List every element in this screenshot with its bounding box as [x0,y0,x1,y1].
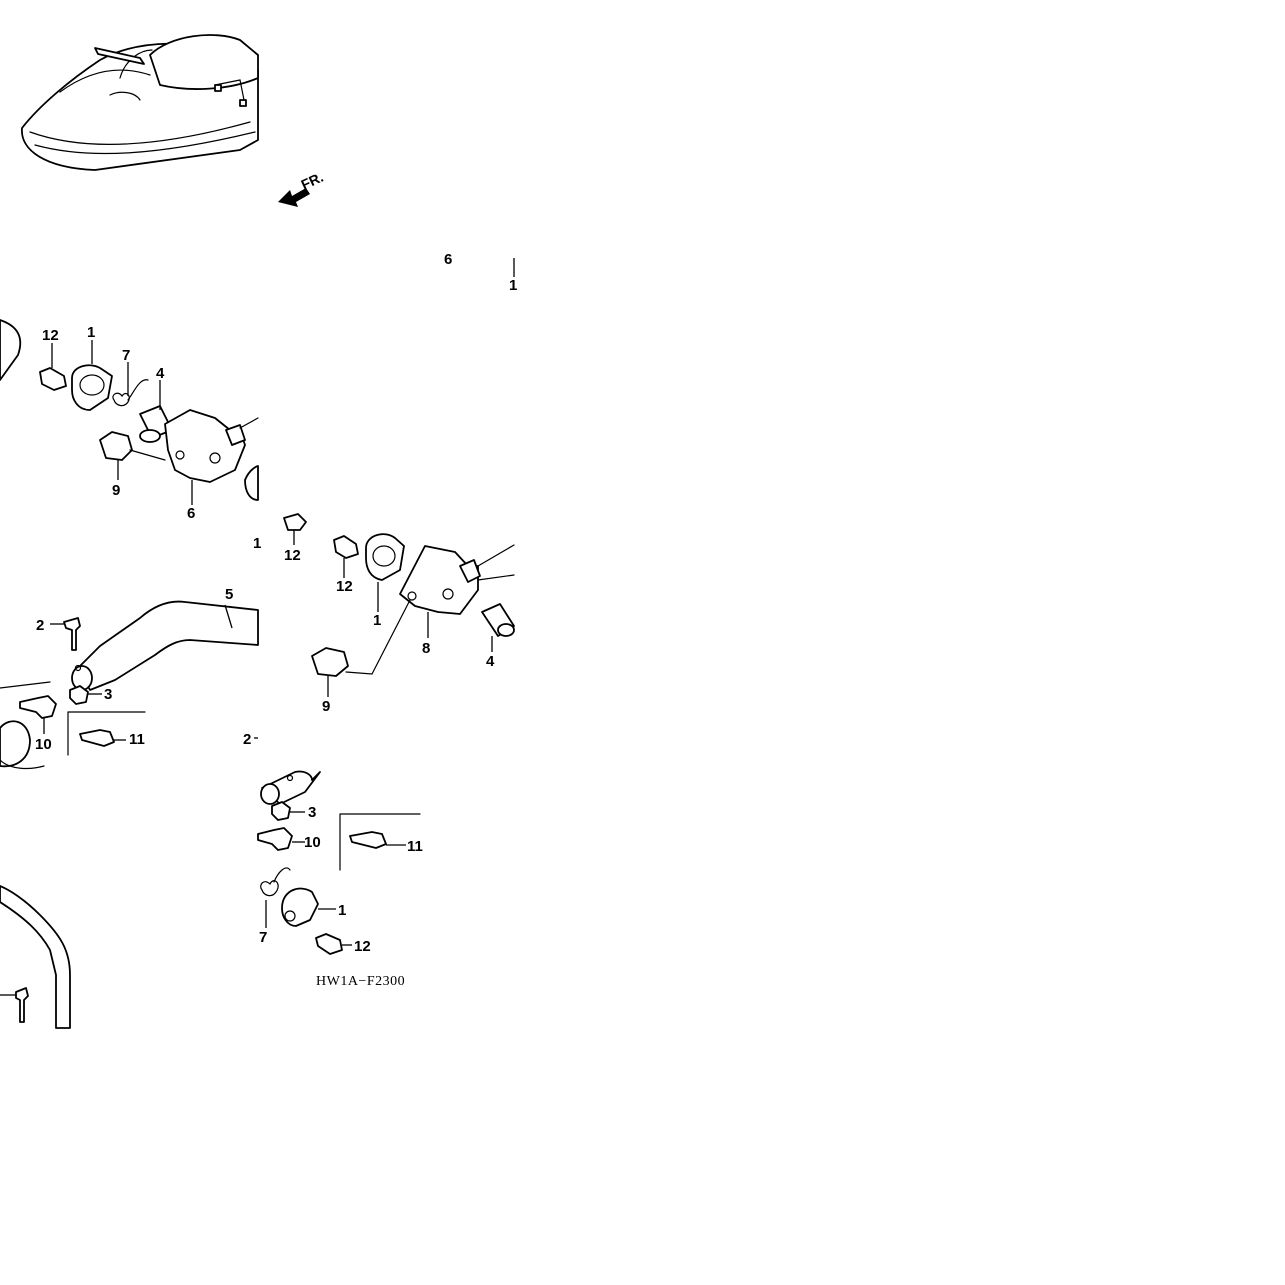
callout-6: 6 [187,505,195,522]
callout-2: 2 [36,617,44,634]
callout-10: 10 [304,834,321,851]
callout-12: 12 [354,938,371,955]
callout-10: 10 [35,736,52,753]
callout-4: 4 [156,365,165,382]
middle-right-assembly [283,513,515,697]
bolt-12-c [315,933,343,955]
callout-5: 5 [225,586,233,603]
screw-11-b [349,831,387,849]
nut-3-b [271,801,291,821]
callout-1: 1 [338,902,346,919]
callout-11: 11 [407,838,423,855]
callout-1: 1 [373,612,381,629]
callout-7: 7 [259,929,267,946]
lower-left-bar [0,885,71,1029]
callout-6: 6 [444,251,452,268]
callout-1: 1 [509,277,517,294]
bolt-12 [39,367,67,391]
callout-2: 2 [243,731,251,748]
watercraft-illustration [21,34,259,171]
bracket-6 [164,409,246,483]
holder-1-d [281,887,319,927]
svg-text:FR.: FR. [299,169,326,193]
holder-1 [71,364,113,411]
callout-4: 4 [486,653,495,670]
bolt-2 [63,617,81,651]
callout-12: 12 [284,547,301,564]
callout-12: 12 [336,578,353,595]
callout-labels: 12 1 7 4 9 6 1 6 1 12 12 1 8 4 9 5 2 3 1… [35,251,517,955]
bolt-10-b [257,827,293,851]
callout-3: 3 [104,686,112,703]
callout-7: 7 [122,347,130,364]
holder-1-b [365,533,405,581]
callout-8: 8 [422,640,430,657]
bolt-2-b [15,987,29,1023]
callout-9: 9 [112,482,120,499]
handlebar-5 [77,600,259,691]
upper-left-assembly [0,319,259,505]
handlebar-assembly [0,600,259,770]
callout-1: 1 [87,324,95,341]
callout-11: 11 [129,731,145,748]
callout-1: 1 [253,535,261,552]
holder-1-c [0,720,31,768]
callout-3: 3 [308,804,316,821]
figure-code: HW1A−F2300 [316,974,405,989]
screw-11 [79,729,115,747]
bolt-10 [19,695,57,719]
bolt-12-small [283,513,307,531]
callout-9: 9 [322,698,330,715]
nut-9 [99,431,133,461]
front-arrow-icon: FR. [278,169,326,207]
callout-12: 12 [42,327,59,344]
bolt-12-b [333,535,359,559]
nut-3 [69,685,89,705]
nut-9-b [311,647,349,677]
lower-right-assembly [257,770,421,955]
